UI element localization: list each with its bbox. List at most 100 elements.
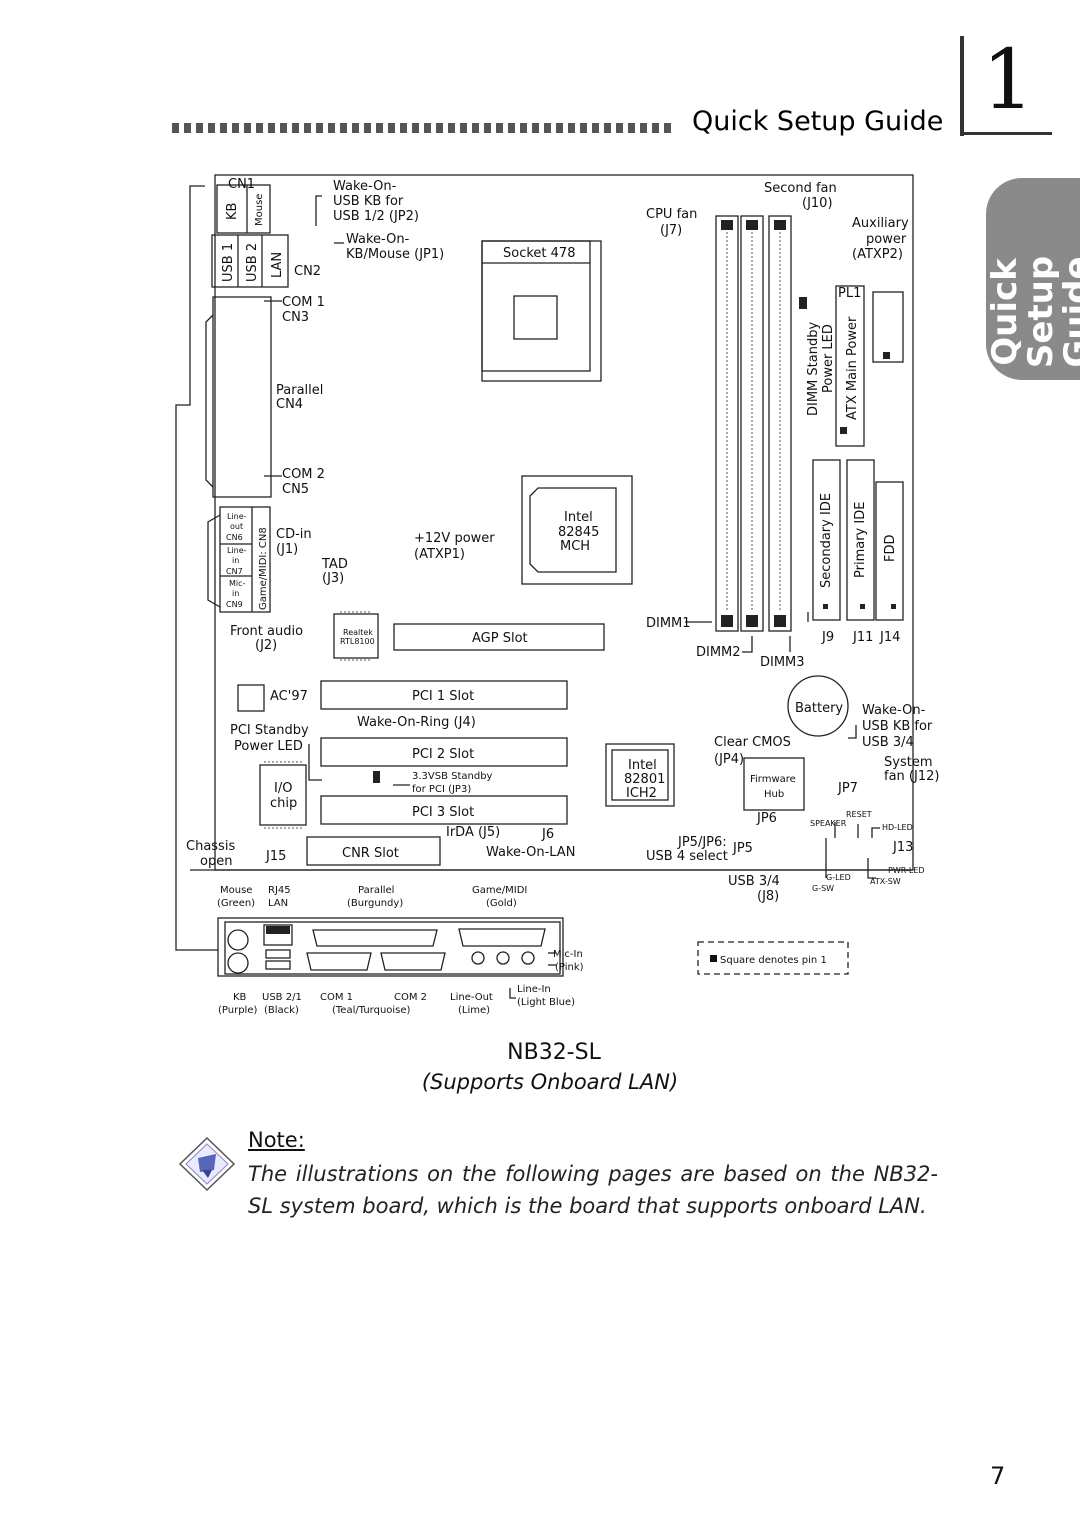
system-fan-label-1: System (884, 755, 932, 770)
pci2-slot (320, 737, 568, 767)
header-square (496, 123, 503, 133)
header-square (652, 123, 659, 133)
dimm3-label: DIMM3 (760, 655, 805, 670)
speaker-label: SPEAKER (810, 819, 847, 828)
bp-game-label-1: Game/MIDI (472, 885, 527, 896)
bp-com-color-label: (Teal/Turquoise) (332, 1005, 411, 1016)
header-square (196, 123, 203, 133)
aux-power-label-3: (ATXP2) (852, 247, 903, 262)
wake-lan-label: Wake-On-LAN (486, 845, 575, 860)
wake-usb34-label-1: Wake-On- (862, 703, 926, 718)
header-square (208, 123, 215, 133)
realtek-label-1: Realtek (343, 628, 373, 637)
header-square (472, 123, 479, 133)
bp-usb-label-2: (Black) (264, 1005, 299, 1016)
secondary-ide (812, 459, 841, 621)
header-square (352, 123, 359, 133)
bp-mouse-label-1: Mouse (220, 885, 252, 896)
ac97-chip (237, 684, 265, 712)
atx-main-power-label: ATX Main Power (845, 316, 860, 420)
io-chip (259, 764, 307, 826)
game-midi-cn8-label: Game/MIDI: CN8 (258, 527, 269, 610)
usb34-label: USB 3/4 (728, 874, 780, 889)
mch-label-1: Intel (564, 510, 593, 525)
header-square (280, 123, 287, 133)
jp4-label: (JP4) (714, 752, 744, 767)
header-square (484, 123, 491, 133)
header-square (292, 123, 299, 133)
cn5-label: CN5 (282, 482, 309, 497)
header-square (376, 123, 383, 133)
chapter-rule (960, 132, 1052, 135)
j8-label: (J8) (757, 889, 779, 904)
header-square (508, 123, 515, 133)
bp-com2-label: COM 2 (394, 992, 427, 1003)
header-square (244, 123, 251, 133)
header-square (520, 123, 527, 133)
header-square (424, 123, 431, 133)
cn3-label: CN3 (282, 310, 309, 325)
chassis-label-2: open (200, 854, 232, 869)
header-square (220, 123, 227, 133)
note-icon (178, 1136, 236, 1192)
header-square (664, 123, 671, 133)
kb-label: KB (225, 203, 240, 220)
g-led-label: G-LED (826, 873, 851, 882)
bp-parallel-label-1: Parallel (358, 885, 394, 896)
bp-kb-label-2: (Purple) (218, 1005, 257, 1016)
header-decoration (172, 123, 677, 135)
atxp1-label: (ATXP1) (414, 547, 465, 562)
agp-slot-label: AGP Slot (472, 631, 528, 646)
g-sw-label: G-SW (812, 884, 834, 893)
cn9-label: CN9 (226, 600, 243, 609)
j13-label: J13 (892, 840, 913, 855)
vsb-label-1: 3.3VSB Standby (412, 771, 493, 782)
second-fan-label: Second fan (764, 181, 837, 196)
mouse-label: Mouse (254, 194, 265, 226)
micin-label-1: Mic- (229, 579, 246, 588)
header-square (364, 123, 371, 133)
tad-label: TAD (321, 557, 348, 572)
header-square (640, 123, 647, 133)
j1-label: (J1) (276, 542, 298, 557)
bp-com1-label: COM 1 (320, 992, 353, 1003)
firmware-hub (743, 757, 805, 811)
header-square (604, 123, 611, 133)
wake-usb-label-2: USB KB for (333, 194, 404, 209)
dimm2 (740, 215, 764, 632)
panel-bracket-top (175, 185, 218, 951)
jp5jp6-label-2: USB 4 select (646, 849, 728, 864)
chapter-bar (960, 36, 964, 136)
dimm-standby-label: DIMM Standby (806, 322, 821, 416)
page-number: 7 (990, 1462, 1006, 1490)
battery (787, 675, 849, 737)
wake-kb-label-1: Wake-On- (346, 232, 410, 247)
header-square (304, 123, 311, 133)
header-title: Quick Setup Guide (692, 106, 944, 137)
firmware-label-2: Hub (764, 789, 784, 800)
chassis-label-1: Chassis (186, 839, 235, 854)
j9-label: J9 (821, 630, 834, 645)
header-square (388, 123, 395, 133)
com-parallel-block (212, 296, 272, 498)
jp7-label: JP7 (837, 781, 858, 796)
io-chip-label-2: chip (270, 796, 297, 811)
dimm2-label: DIMM2 (696, 645, 741, 660)
dimm3 (768, 215, 792, 632)
header-square (412, 123, 419, 133)
header-square (328, 123, 335, 133)
pin1-note-label: Square denotes pin 1 (720, 955, 827, 966)
socket-label: Socket 478 (503, 246, 575, 261)
note-text: The illustrations on the following pages… (248, 1162, 938, 1218)
cn7-label: CN7 (226, 567, 243, 576)
wake-usb-label-1: Wake-On- (333, 179, 397, 194)
header-square (568, 123, 575, 133)
header-square (460, 123, 467, 133)
header-square (400, 123, 407, 133)
bp-usb-label-1: USB 2/1 (262, 992, 302, 1003)
header-square (580, 123, 587, 133)
header-square (556, 123, 563, 133)
ich2-chip (605, 743, 675, 807)
usb-lan-block (211, 234, 289, 288)
bp-parallel-label-2: (Burgundy) (347, 898, 403, 909)
